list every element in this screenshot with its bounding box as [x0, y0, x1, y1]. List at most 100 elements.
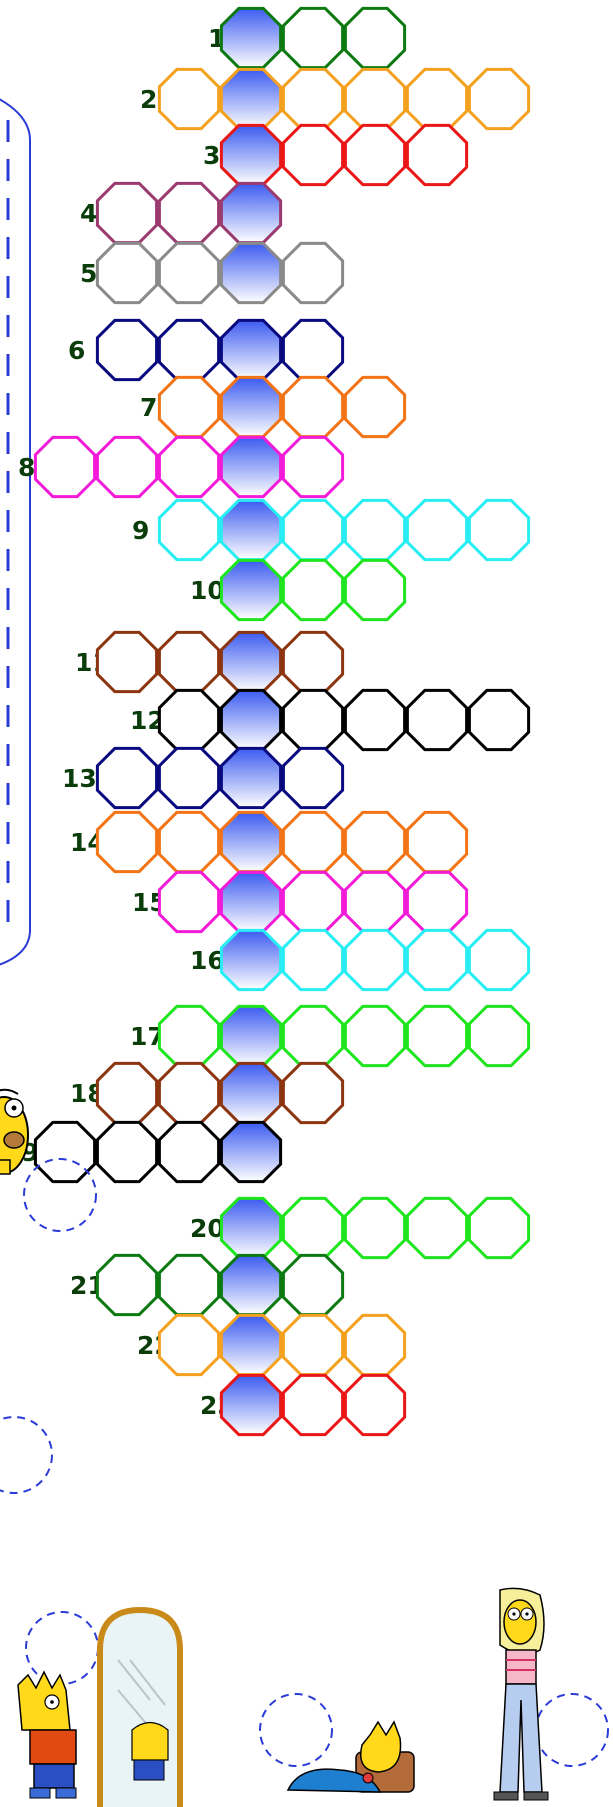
- letter-cell[interactable]: [97, 437, 156, 496]
- letter-cell[interactable]: [283, 377, 342, 436]
- letter-cell[interactable]: [97, 1255, 156, 1314]
- letter-cell[interactable]: [159, 632, 218, 691]
- letter-cell[interactable]: [159, 1006, 218, 1065]
- highlighted-letter-cell[interactable]: [221, 1375, 280, 1434]
- letter-cell[interactable]: [407, 125, 466, 184]
- letter-cell[interactable]: [469, 1198, 528, 1257]
- highlighted-letter-cell[interactable]: [221, 560, 280, 619]
- letter-cell[interactable]: [345, 560, 404, 619]
- letter-cell[interactable]: [283, 320, 342, 379]
- letter-cell[interactable]: [345, 1375, 404, 1434]
- highlighted-letter-cell[interactable]: [221, 243, 280, 302]
- letter-cell[interactable]: [159, 183, 218, 242]
- letter-cell[interactable]: [345, 930, 404, 989]
- highlighted-letter-cell[interactable]: [221, 748, 280, 807]
- letter-cell[interactable]: [283, 69, 342, 128]
- letter-cell[interactable]: [97, 812, 156, 871]
- letter-cell[interactable]: [35, 437, 94, 496]
- highlighted-letter-cell[interactable]: [221, 8, 280, 67]
- highlighted-letter-cell[interactable]: [221, 437, 280, 496]
- letter-cell[interactable]: [283, 1315, 342, 1374]
- letter-cell[interactable]: [97, 243, 156, 302]
- letter-cell[interactable]: [283, 8, 342, 67]
- letter-cell[interactable]: [407, 812, 466, 871]
- letter-cell[interactable]: [283, 1006, 342, 1065]
- letter-cell[interactable]: [283, 437, 342, 496]
- letter-cell[interactable]: [283, 1375, 342, 1434]
- letter-cell[interactable]: [283, 500, 342, 559]
- letter-cell[interactable]: [159, 1255, 218, 1314]
- letter-cell[interactable]: [345, 125, 404, 184]
- letter-cell[interactable]: [159, 320, 218, 379]
- letter-cell[interactable]: [97, 1063, 156, 1122]
- letter-cell[interactable]: [345, 500, 404, 559]
- highlighted-letter-cell[interactable]: [221, 377, 280, 436]
- highlighted-letter-cell[interactable]: [221, 125, 280, 184]
- highlighted-letter-cell[interactable]: [221, 1315, 280, 1374]
- letter-cell[interactable]: [159, 748, 218, 807]
- letter-cell[interactable]: [407, 930, 466, 989]
- letter-cell[interactable]: [407, 872, 466, 931]
- letter-cell[interactable]: [159, 437, 218, 496]
- highlighted-letter-cell[interactable]: [221, 320, 280, 379]
- letter-cell[interactable]: [159, 1063, 218, 1122]
- letter-cell[interactable]: [97, 748, 156, 807]
- highlighted-letter-cell[interactable]: [221, 812, 280, 871]
- letter-cell[interactable]: [283, 930, 342, 989]
- letter-cell[interactable]: [469, 500, 528, 559]
- letter-cell[interactable]: [159, 812, 218, 871]
- letter-cell[interactable]: [407, 69, 466, 128]
- letter-cell[interactable]: [407, 1006, 466, 1065]
- letter-cell[interactable]: [345, 872, 404, 931]
- letter-cell[interactable]: [159, 243, 218, 302]
- letter-cell[interactable]: [159, 872, 218, 931]
- letter-cell[interactable]: [283, 690, 342, 749]
- highlighted-letter-cell[interactable]: [221, 632, 280, 691]
- letter-cell[interactable]: [469, 690, 528, 749]
- letter-cell[interactable]: [159, 690, 218, 749]
- letter-cell[interactable]: [283, 748, 342, 807]
- letter-cell[interactable]: [35, 1122, 94, 1181]
- letter-cell[interactable]: [283, 1255, 342, 1314]
- letter-cell[interactable]: [283, 560, 342, 619]
- letter-cell[interactable]: [159, 69, 218, 128]
- letter-cell[interactable]: [407, 1198, 466, 1257]
- highlighted-letter-cell[interactable]: [221, 1255, 280, 1314]
- highlighted-letter-cell[interactable]: [221, 69, 280, 128]
- highlighted-letter-cell[interactable]: [221, 183, 280, 242]
- highlighted-letter-cell[interactable]: [221, 1122, 280, 1181]
- highlighted-letter-cell[interactable]: [221, 872, 280, 931]
- letter-cell[interactable]: [469, 1006, 528, 1065]
- letter-cell[interactable]: [345, 8, 404, 67]
- letter-cell[interactable]: [159, 1122, 218, 1181]
- highlighted-letter-cell[interactable]: [221, 690, 280, 749]
- letter-cell[interactable]: [345, 69, 404, 128]
- letter-cell[interactable]: [159, 500, 218, 559]
- letter-cell[interactable]: [283, 812, 342, 871]
- letter-cell[interactable]: [345, 1198, 404, 1257]
- letter-cell[interactable]: [159, 1315, 218, 1374]
- letter-cell[interactable]: [407, 690, 466, 749]
- letter-cell[interactable]: [345, 690, 404, 749]
- highlighted-letter-cell[interactable]: [221, 1006, 280, 1065]
- letter-cell[interactable]: [97, 320, 156, 379]
- letter-cell[interactable]: [283, 1198, 342, 1257]
- letter-cell[interactable]: [97, 1122, 156, 1181]
- letter-cell[interactable]: [469, 69, 528, 128]
- letter-cell[interactable]: [283, 872, 342, 931]
- letter-cell[interactable]: [283, 243, 342, 302]
- letter-cell[interactable]: [97, 632, 156, 691]
- letter-cell[interactable]: [407, 500, 466, 559]
- letter-cell[interactable]: [469, 930, 528, 989]
- letter-cell[interactable]: [283, 632, 342, 691]
- letter-cell[interactable]: [345, 1315, 404, 1374]
- letter-cell[interactable]: [345, 812, 404, 871]
- letter-cell[interactable]: [283, 125, 342, 184]
- highlighted-letter-cell[interactable]: [221, 1198, 280, 1257]
- letter-cell[interactable]: [97, 183, 156, 242]
- highlighted-letter-cell[interactable]: [221, 500, 280, 559]
- letter-cell[interactable]: [283, 1063, 342, 1122]
- highlighted-letter-cell[interactable]: [221, 1063, 280, 1122]
- letter-cell[interactable]: [159, 377, 218, 436]
- letter-cell[interactable]: [345, 1006, 404, 1065]
